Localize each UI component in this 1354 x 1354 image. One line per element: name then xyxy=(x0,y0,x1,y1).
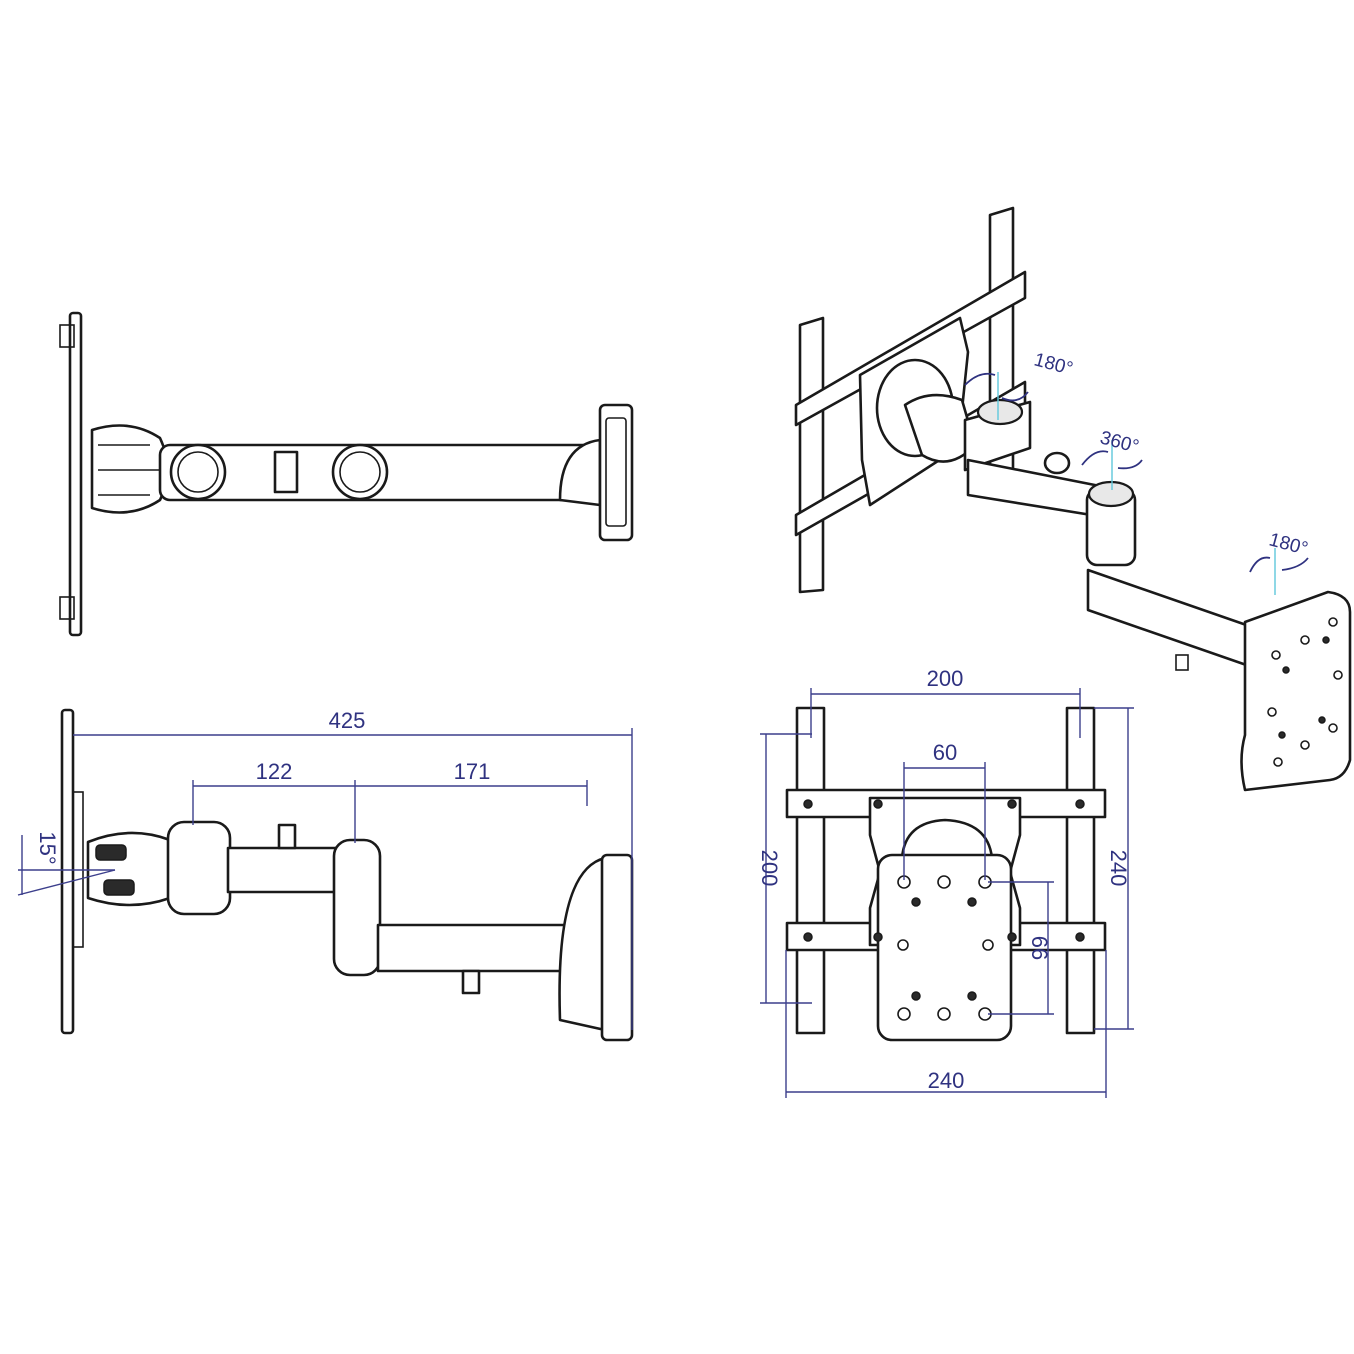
top-view-head-detail xyxy=(98,444,165,496)
top-view-plate-clip-top xyxy=(59,324,75,348)
iso-wall-plate-holes xyxy=(1267,617,1343,767)
side-view-cable-clip xyxy=(277,823,297,850)
iso-label-wall-rotation: 180° xyxy=(1267,529,1310,559)
side-view-lower-clip xyxy=(461,969,481,995)
side-view-head-grip-top xyxy=(95,844,127,861)
side-view: 425 122 171 15° xyxy=(17,708,634,1042)
iso-cable-clip xyxy=(1043,451,1071,475)
top-view-plate-clip-bottom xyxy=(59,596,75,620)
rear-head-plate xyxy=(876,853,1013,1042)
iso-wall-plate xyxy=(1240,590,1352,792)
iso-lower-clip xyxy=(1175,654,1189,671)
top-view-joint-1-inner xyxy=(177,451,219,493)
rear-rail-screws xyxy=(803,799,1085,942)
top-view-cable-clip xyxy=(273,450,299,494)
side-view-joint-1 xyxy=(166,820,232,916)
side-view-vesa-plate xyxy=(60,708,75,1035)
dim-label-bracket-width: 240 xyxy=(928,1068,965,1093)
iso-head-pivot xyxy=(976,398,1024,426)
top-view-joint-2 xyxy=(331,443,389,501)
rear-view: 200 60 200 66 240 240 xyxy=(757,666,1134,1098)
side-view-wall-joint xyxy=(558,856,607,1032)
iso-rotation-arrow-wall xyxy=(1249,556,1309,573)
rear-vertical-rail-right xyxy=(1065,706,1096,1035)
iso-label-head-rotation: 180° xyxy=(1032,349,1075,379)
iso-label-arm-rotation: 360° xyxy=(1098,427,1141,457)
top-view xyxy=(59,311,634,637)
dim-tilt-angled xyxy=(17,869,116,896)
iso-rotation-arrow-arm xyxy=(1081,450,1143,470)
iso-elbow-pivot xyxy=(1087,480,1135,508)
side-view-head-grip-bottom xyxy=(103,879,135,896)
dim-label-vesa-height: 200 xyxy=(757,850,782,887)
top-view-joint-1 xyxy=(169,443,227,501)
dim-label-vesa-width: 200 xyxy=(927,666,964,691)
dim-label-122: 122 xyxy=(256,759,293,784)
top-view-tilt-head xyxy=(90,424,169,514)
iso-outer-arm xyxy=(1086,568,1257,670)
side-view-inner-arm xyxy=(226,846,345,894)
dim-label-171: 171 xyxy=(454,759,491,784)
rear-head-ring xyxy=(900,818,994,860)
rear-vertical-rail-left xyxy=(795,706,826,1035)
side-view-joint-2 xyxy=(332,838,382,977)
iso-vertical-rail-left xyxy=(798,316,825,594)
dim-label-tilt: 15° xyxy=(35,831,60,864)
top-view-wall-plate-inner xyxy=(605,417,627,527)
side-view-outer-arm xyxy=(376,923,570,973)
dim-label-bracket-height: 240 xyxy=(1106,850,1131,887)
top-view-vesa-plate xyxy=(68,311,83,637)
side-view-wall-plate xyxy=(600,853,634,1042)
dim-label-inner-height: 66 xyxy=(1027,936,1052,960)
top-view-wall-plate xyxy=(598,403,634,542)
iso-rotation-arrow-head xyxy=(964,372,1029,402)
dim-label-425: 425 xyxy=(329,708,366,733)
isometric-view: 180° 360° 180° xyxy=(794,206,1352,792)
dim-label-inner-width: 60 xyxy=(933,740,957,765)
top-view-joint-2-inner xyxy=(339,451,381,493)
